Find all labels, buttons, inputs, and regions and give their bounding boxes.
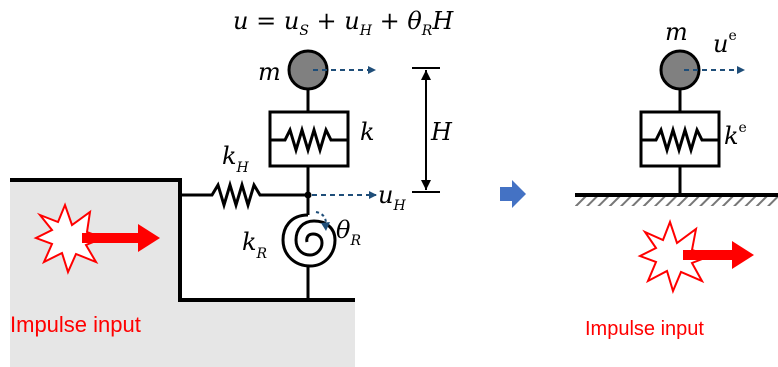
ground-block [10,180,355,367]
impulse-arrow-head-left [138,224,160,252]
impulse-label-right: Impulse input [585,318,704,340]
spring-kH [178,179,308,211]
ground-outline [10,178,355,302]
rotational-spring-kR [281,195,337,300]
spring-k-left [268,89,350,195]
impulse-label-left: Impulse input [10,312,141,337]
impulse-arrow-shaft-right [683,250,733,260]
impulse-arrow-shaft-left [82,233,140,243]
impulse-arrow-head-right [732,241,754,269]
height-label: H [430,118,453,146]
theta-R-label: θR [336,216,361,249]
ke-label: ke [724,120,747,150]
rotation-arrow [315,211,327,225]
fixed-base-hatch [575,197,778,206]
displacement-equation: u = uS + uH + θRH [233,7,454,39]
kR-label: kR [242,228,268,262]
impulse-starburst-left [33,202,160,275]
impulse-starburst-right [637,219,754,294]
ue-label: ue [713,28,737,58]
spring-ke [639,89,721,195]
mass-label-left: m [258,58,281,86]
spring-kH-label: kH [222,142,250,176]
spring-k-label-left: k [360,118,375,146]
uH-label: uH [378,181,406,214]
mass-label-right: m [665,18,688,46]
transform-arrow [500,180,526,208]
height-dimension [412,67,440,193]
mass-left [287,49,329,91]
rotation-arrow-head [321,222,330,231]
